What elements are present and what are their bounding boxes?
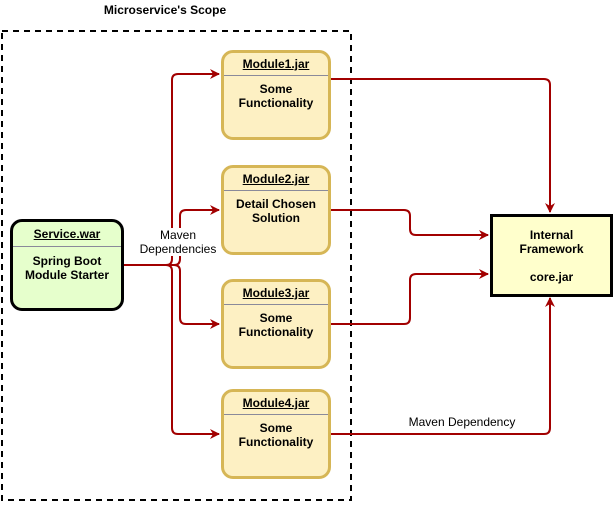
label-line2: Dependencies — [139, 242, 217, 256]
module-desc: Functionality — [238, 325, 314, 339]
module-desc: Some — [259, 82, 293, 96]
maven-dependency-label: Maven Dependency — [408, 415, 516, 429]
service-name: Service.war — [13, 222, 121, 247]
module-name: Module1.jar — [224, 53, 328, 76]
module-desc: Solution — [252, 211, 300, 225]
core-jar-node[interactable]: Internal Framework core.jar — [490, 214, 613, 297]
module-desc: Some — [259, 421, 293, 435]
module-desc: Some — [259, 311, 293, 325]
scope-title: Microservice's Scope — [103, 3, 227, 17]
core-line1: Internal — [529, 228, 574, 242]
service-desc-line2: Module Starter — [24, 268, 109, 282]
service-war-node[interactable]: Service.war Spring Boot Module Starter — [10, 219, 124, 311]
service-desc-line1: Spring Boot — [32, 254, 102, 268]
edge-module1-core — [331, 78, 555, 213]
edge-module4-core — [331, 297, 555, 435]
edge-module3-core — [331, 269, 489, 325]
module-name: Module3.jar — [224, 282, 328, 305]
module-desc: Detail Chosen — [235, 197, 316, 211]
module-name: Module4.jar — [224, 392, 328, 415]
edge-service-module4 — [124, 264, 220, 439]
scope-boundary — [1, 30, 352, 501]
label-line1: Maven — [159, 228, 197, 242]
edge-module2-core — [331, 209, 489, 240]
core-line2: Framework — [519, 242, 584, 256]
module-desc: Functionality — [238, 435, 314, 449]
core-line3: core.jar — [529, 270, 574, 284]
maven-dependencies-label: Maven Dependencies — [138, 228, 218, 256]
module-desc: Functionality — [238, 96, 314, 110]
module-name: Module2.jar — [224, 168, 328, 191]
edge-service-module3 — [124, 264, 220, 329]
